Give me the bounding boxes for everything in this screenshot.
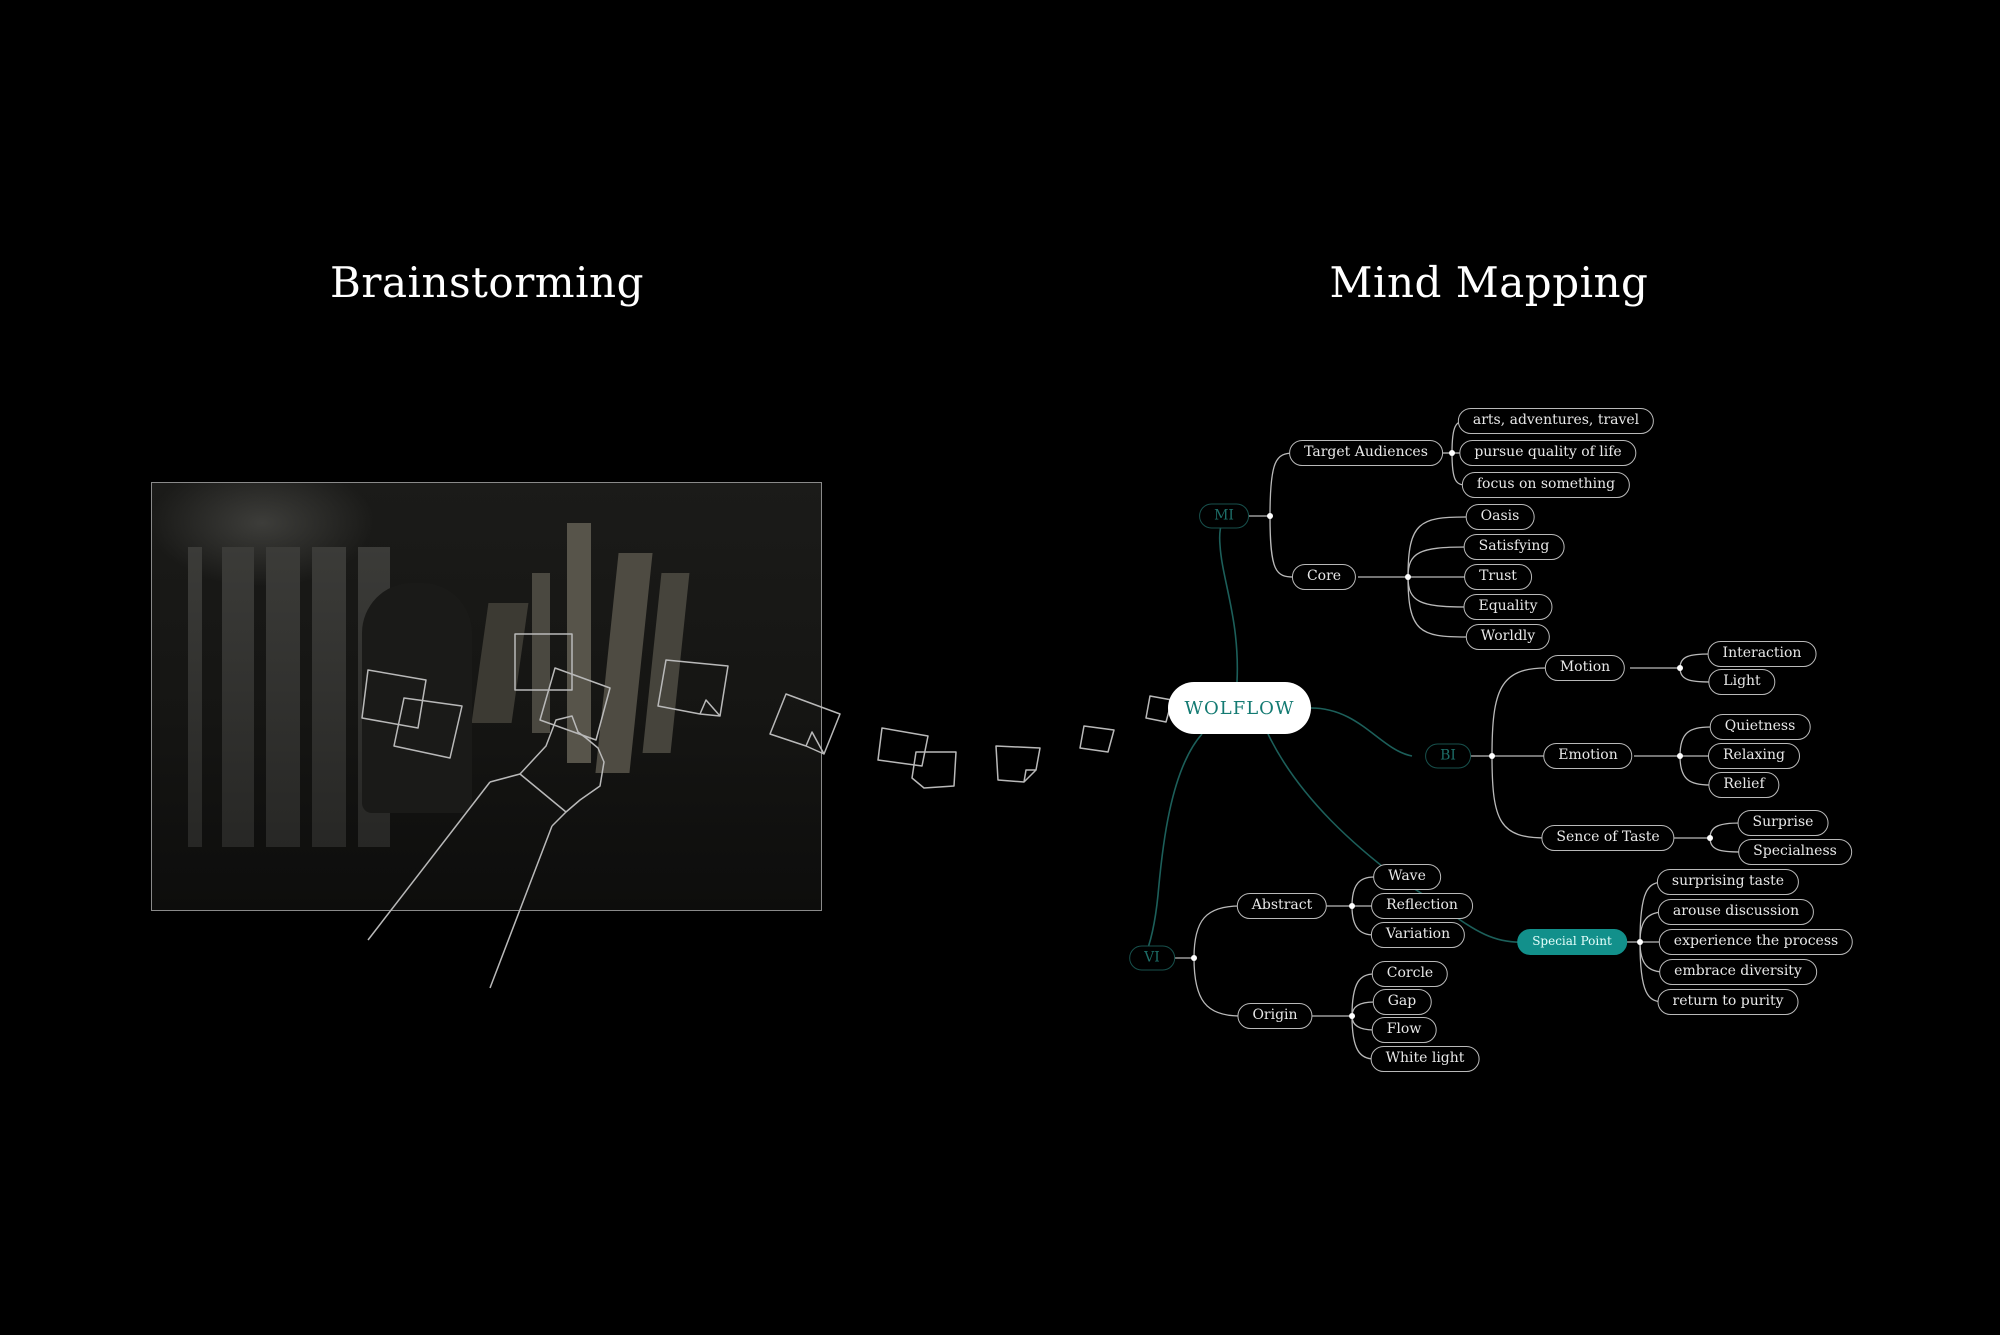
category-node-bi: BI	[1425, 743, 1471, 769]
sticky-note	[995, 745, 1041, 783]
leaf-node: Quietness	[1709, 714, 1811, 740]
leaf-node: focus on something	[1461, 472, 1631, 498]
leaf-node: Corcle	[1371, 961, 1449, 987]
special-point-node: Special Point	[1517, 929, 1627, 955]
category-node-vi: VI	[1129, 945, 1175, 971]
arm-outline	[489, 825, 553, 989]
sticky-note	[393, 697, 463, 759]
leaf-node: Surprise	[1737, 810, 1829, 836]
leaf-node: Worldly	[1465, 624, 1551, 650]
sticky-note	[514, 633, 573, 691]
leaf-node: Interaction	[1707, 641, 1817, 667]
motion-node: Motion	[1544, 655, 1626, 681]
leaf-node: surprising taste	[1656, 869, 1800, 895]
sticky-note	[877, 727, 929, 767]
core-node: Core	[1291, 564, 1357, 590]
root-node: WOLFLOW	[1168, 682, 1311, 734]
leaf-node: arts, adventures, travel	[1457, 408, 1655, 434]
brainstorming-photo	[151, 482, 822, 911]
emotion-node: Emotion	[1543, 743, 1633, 769]
sticky-note	[769, 693, 841, 755]
leaf-node: Specialness	[1738, 839, 1852, 865]
leaf-node: Reflection	[1371, 893, 1473, 919]
hand-outline	[519, 715, 605, 813]
sense-of-taste-node: Sence of Taste	[1541, 825, 1675, 851]
sticky-note	[911, 751, 957, 789]
leaf-node: Satisfying	[1463, 534, 1565, 560]
leaf-node: Gap	[1372, 989, 1432, 1015]
junction-dots	[1191, 450, 1713, 1019]
leaf-node: Relief	[1708, 772, 1780, 798]
cuff-outline	[489, 773, 567, 827]
sticky-note	[539, 667, 611, 741]
sticky-note	[361, 669, 427, 729]
sticky-notes-illustration	[361, 633, 1173, 989]
leaf-node: Equality	[1463, 594, 1553, 620]
mind-mapping-heading: Mind Mapping	[1329, 258, 1649, 307]
sticky-note	[1079, 725, 1115, 753]
leaf-node: Variation	[1370, 922, 1466, 948]
leaf-node: experience the process	[1658, 929, 1854, 955]
origin-node: Origin	[1237, 1003, 1313, 1029]
leaf-node: Flow	[1371, 1017, 1437, 1043]
leaf-node: White light	[1370, 1046, 1480, 1072]
sticky-note	[657, 659, 729, 717]
leaf-node: embrace diversity	[1659, 959, 1817, 985]
sticky-note	[1145, 695, 1173, 723]
leaf-node: Wave	[1373, 864, 1441, 890]
leaf-node: arouse discussion	[1657, 899, 1815, 925]
leaf-node: Light	[1708, 669, 1776, 695]
target-audiences-node: Target Audiences	[1289, 440, 1443, 466]
leaf-node: Trust	[1464, 564, 1532, 590]
category-node-mi: MI	[1199, 503, 1249, 529]
arm-outline	[367, 781, 491, 941]
leaf-node: Relaxing	[1707, 743, 1801, 769]
brainstorming-heading: Brainstorming	[330, 258, 644, 307]
abstract-node: Abstract	[1236, 893, 1328, 919]
sub-branches	[1174, 420, 1741, 1060]
leaf-node: pursue quality of life	[1459, 440, 1637, 466]
leaf-node: Oasis	[1465, 504, 1535, 530]
leaf-node: return to purity	[1657, 989, 1799, 1015]
